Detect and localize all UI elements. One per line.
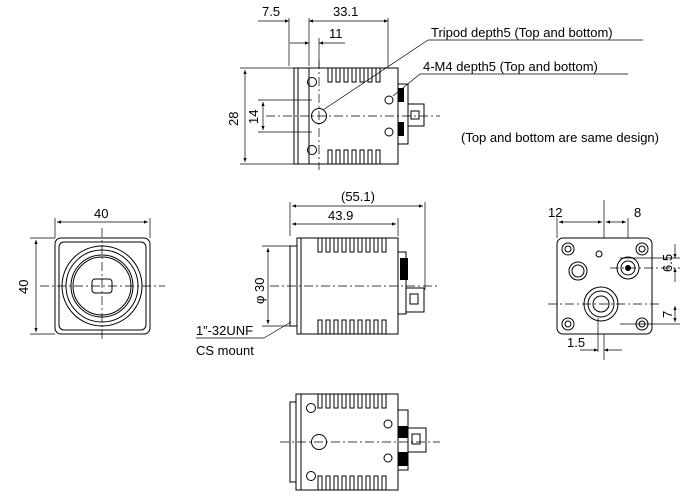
dim-28: 28 xyxy=(226,112,241,126)
rear-view: 12 8 6.5 7 1.5 xyxy=(548,200,680,360)
mount-spec: CS mount xyxy=(196,343,254,358)
thread-spec: 1”-32UNF xyxy=(196,323,253,338)
dim-14: 14 xyxy=(246,110,261,124)
top-view: 7.5 33.1 11 xyxy=(226,4,659,170)
front-view: 40 40 xyxy=(16,206,165,342)
dim-8: 8 xyxy=(634,205,641,220)
dim-phi-30: φ 30 xyxy=(252,277,267,304)
dim-6-5: 6.5 xyxy=(660,254,675,272)
side-view: (55.1) 43.9 φ 30 1”-32 xyxy=(196,189,440,358)
dim-33-1: 33.1 xyxy=(333,4,358,19)
same-design-note: (Top and bottom are same design) xyxy=(461,130,659,145)
dim-43-9: 43.9 xyxy=(328,208,353,223)
m4-note: 4-M4 depth5 (Top and bottom) xyxy=(423,59,598,74)
dim-40-width: 40 xyxy=(94,206,108,221)
dim-7-5: 7.5 xyxy=(262,4,280,19)
bottom-body xyxy=(295,393,399,491)
dim-1-5: 1.5 xyxy=(567,335,585,350)
side-body xyxy=(296,237,399,335)
bottom-view xyxy=(280,393,440,491)
tripod-note: Tripod depth5 (Top and bottom) xyxy=(431,25,613,40)
dim-40-height: 40 xyxy=(16,280,31,294)
dim-55-1: (55.1) xyxy=(341,189,375,204)
dim-7: 7 xyxy=(660,311,675,318)
dim-11: 11 xyxy=(329,26,343,41)
dim-12: 12 xyxy=(548,205,562,220)
